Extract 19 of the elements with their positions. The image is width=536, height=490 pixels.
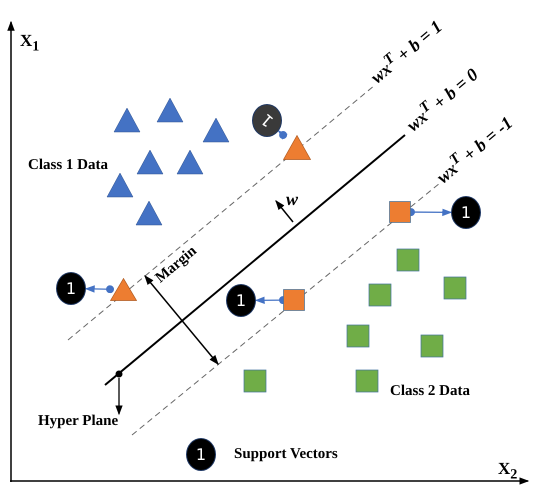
axis-label: X$_{2}$ — [498, 460, 518, 482]
support-vector-marker: 1 — [226, 284, 256, 317]
arrow — [84, 285, 114, 294]
support-vector-square — [389, 201, 411, 223]
axis-label: X$_{1}$ — [20, 32, 40, 54]
support-vector-marker: 1 — [56, 272, 86, 305]
legend-text: Support Vectors — [234, 447, 338, 462]
support-vector-square — [283, 289, 305, 311]
arrow — [278, 130, 288, 140]
arrow — [115, 378, 123, 416]
support-vector-marker: 1 — [451, 196, 481, 229]
class-label: Class 2 Data — [390, 384, 470, 399]
vector-label: w — [286, 190, 298, 208]
support-vector-triangle — [283, 135, 311, 160]
legend-circle: 1 — [186, 438, 216, 471]
support-vector-marker: 1 — [252, 104, 282, 137]
class-label: Class 1 Data — [28, 158, 108, 173]
hyperplane-label: Hyper Plane — [38, 414, 118, 429]
support-vector-triangle — [110, 278, 137, 301]
